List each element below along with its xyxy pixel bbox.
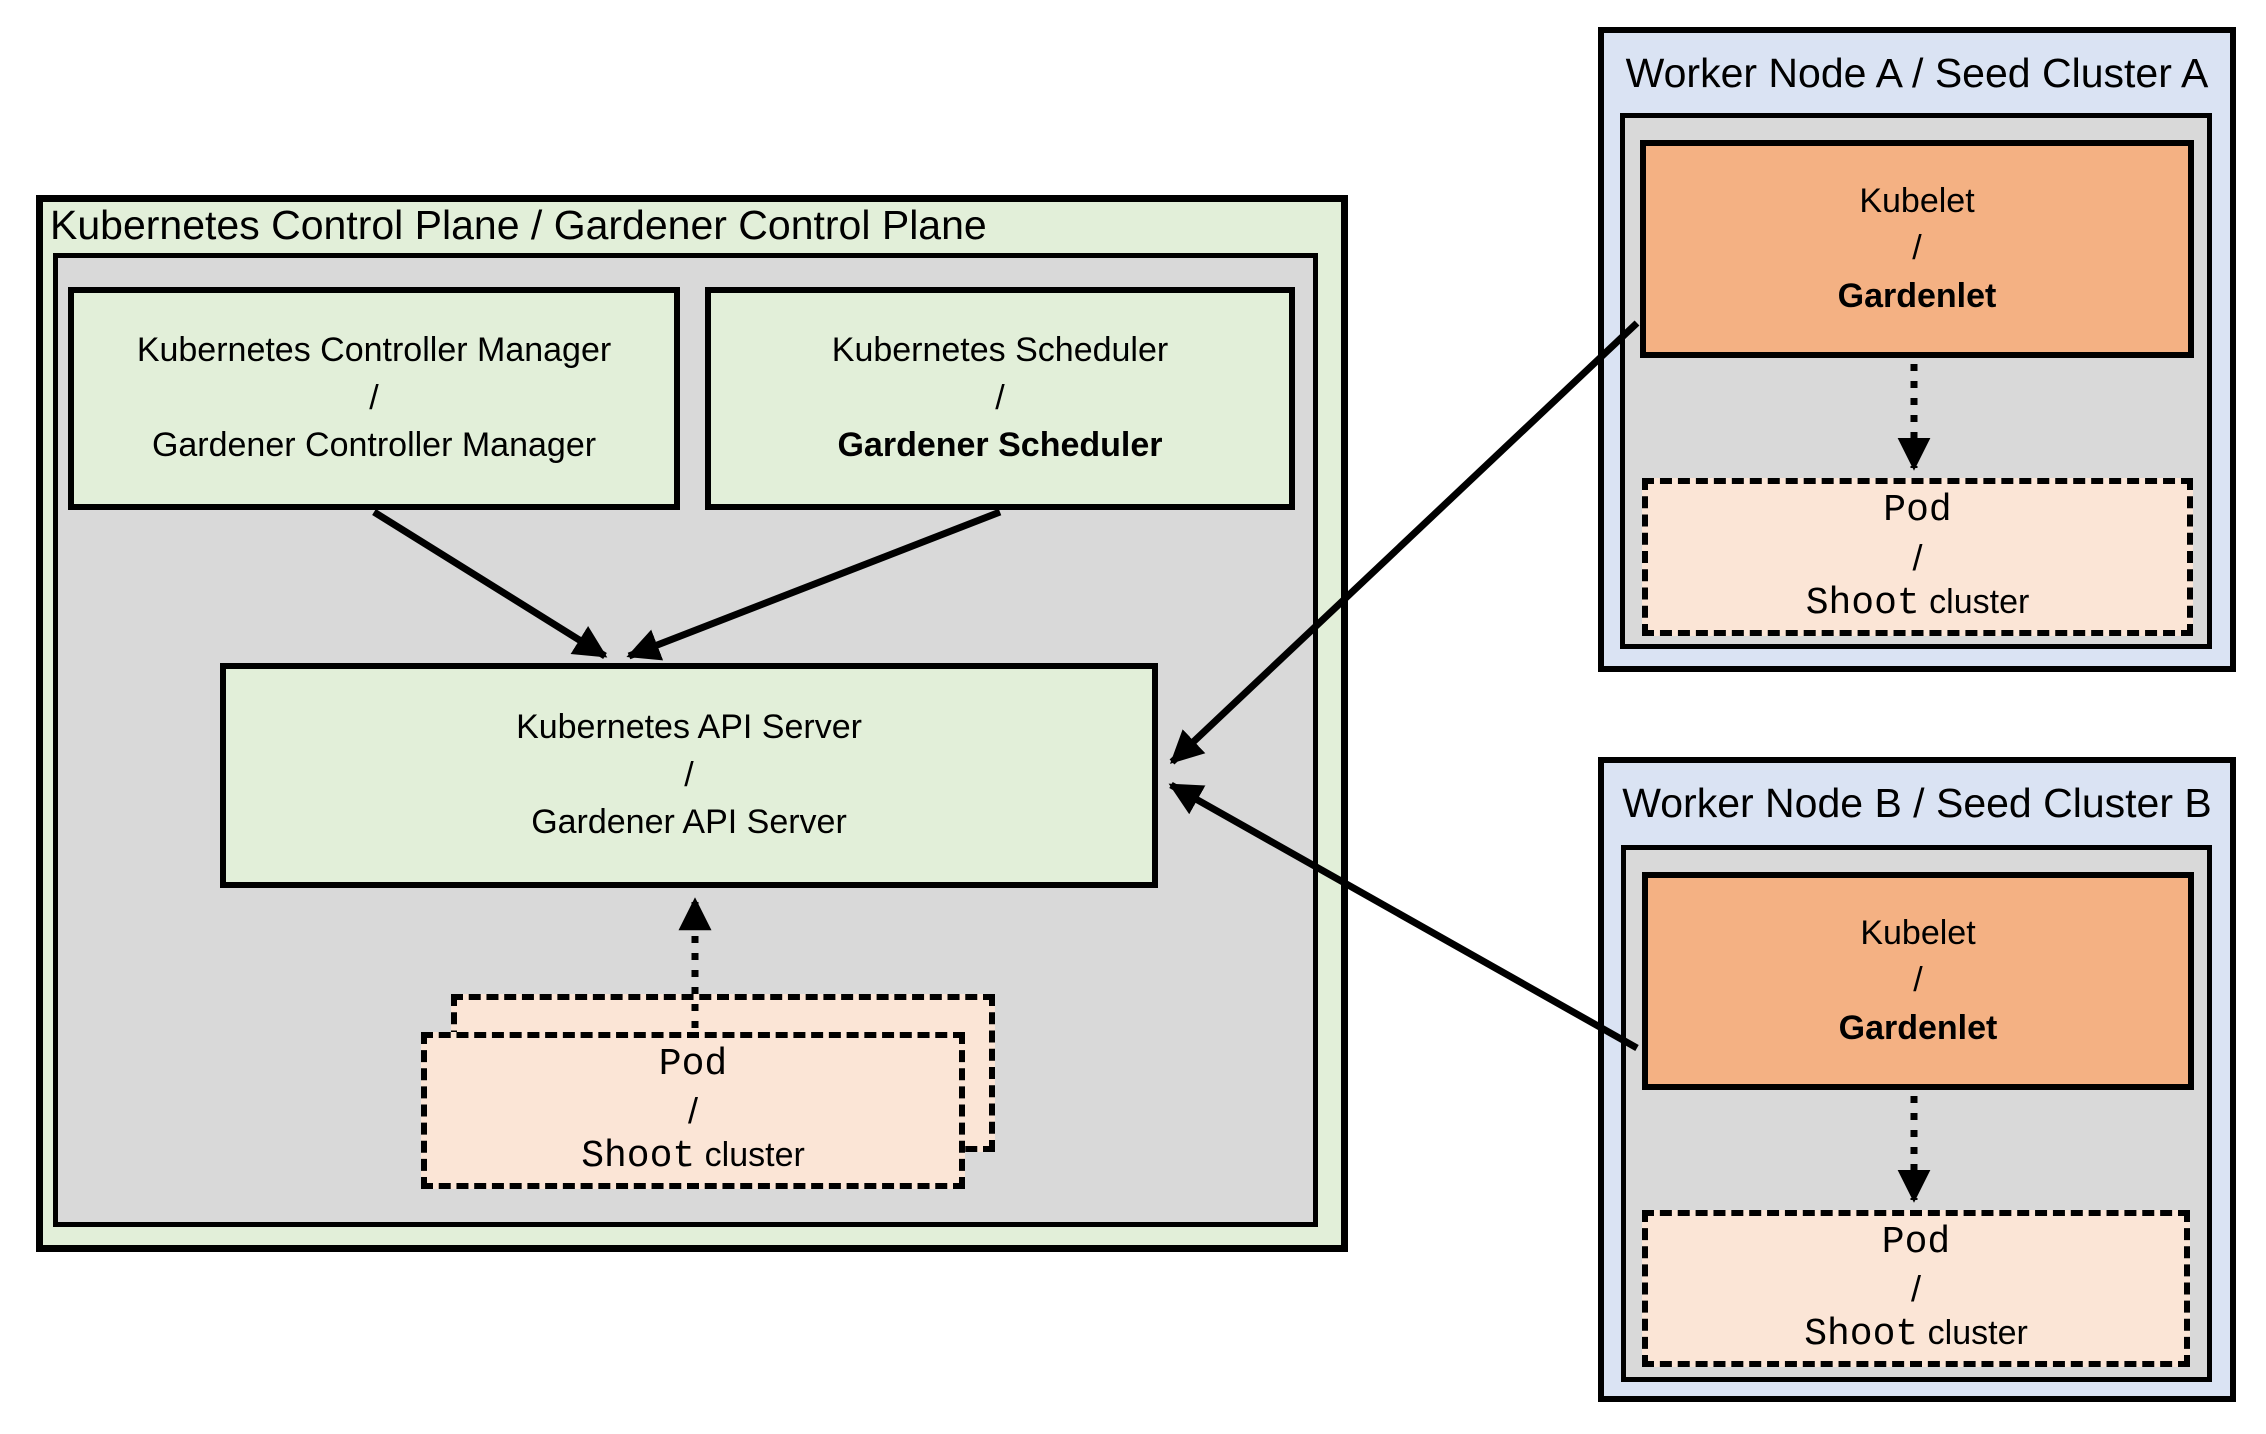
kubelet-b-line-2: Gardenlet <box>1838 1008 1998 1047</box>
worker-node-b-title: Worker Node B / Seed Cluster B <box>1622 779 2212 826</box>
pod-slash: / <box>687 1090 698 1131</box>
shoot-b-label: Shoot <box>1804 1313 1919 1356</box>
kubelet-a-box: Kubelet / Gardenlet <box>1640 140 2194 358</box>
kubelet-a-line-2: Gardenlet <box>1837 276 1997 315</box>
pod-shoot-box-a: Pod / Shoot cluster <box>1642 478 2193 636</box>
kubelet-b-line-1: Kubelet <box>1860 913 1976 952</box>
worker-node-a-title: Worker Node A / Seed Cluster A <box>1625 49 2209 96</box>
pod-a-label: Pod <box>1883 489 1952 532</box>
pod-a-slash: / <box>1912 536 1923 578</box>
pod-b-label: Pod <box>1881 1220 1951 1264</box>
kubelet-b-slash: / <box>1913 961 1923 1000</box>
shoot-label: Shoot <box>581 1135 696 1178</box>
shoot-a-label: Shoot <box>1805 581 1920 625</box>
pod-b-slash: / <box>1910 1268 1921 1309</box>
cluster-b-label: cluster <box>1927 1314 2028 1352</box>
api-server-line-2: Gardener API Server <box>531 803 847 842</box>
controller-manager-line-2: Gardener Controller Manager <box>151 426 597 465</box>
kubelet-b-box: Kubelet / Gardenlet <box>1642 872 2194 1090</box>
scheduler-slash: / <box>995 378 1005 417</box>
kubelet-a-line-1: Kubelet <box>1859 181 1975 220</box>
api-server-line-1: Kubernetes API Server <box>516 708 862 747</box>
api-server-slash: / <box>684 755 694 794</box>
controller-manager-box: Kubernetes Controller Manager / Gardener… <box>68 287 680 510</box>
pod-label: Pod <box>658 1042 728 1086</box>
pod-shoot-box-b: Pod / Shoot cluster <box>1642 1210 2190 1367</box>
scheduler-line-2: Gardener Scheduler <box>837 426 1163 465</box>
cluster-label: cluster <box>704 1136 805 1174</box>
controller-manager-slash: / <box>369 378 379 417</box>
scheduler-line-1: Kubernetes Scheduler <box>831 331 1169 370</box>
api-server-box: Kubernetes API Server / Gardener API Ser… <box>220 663 1158 888</box>
pod-shoot-box: Pod / Shoot cluster <box>421 1032 965 1189</box>
control-plane-title: Kubernetes Control Plane / Gardener Cont… <box>50 201 987 248</box>
kubelet-a-slash: / <box>1912 229 1922 268</box>
controller-manager-line-1: Kubernetes Controller Manager <box>136 331 612 370</box>
scheduler-box: Kubernetes Scheduler / Gardener Schedule… <box>705 287 1295 510</box>
cluster-a-label: cluster <box>1929 582 2030 621</box>
